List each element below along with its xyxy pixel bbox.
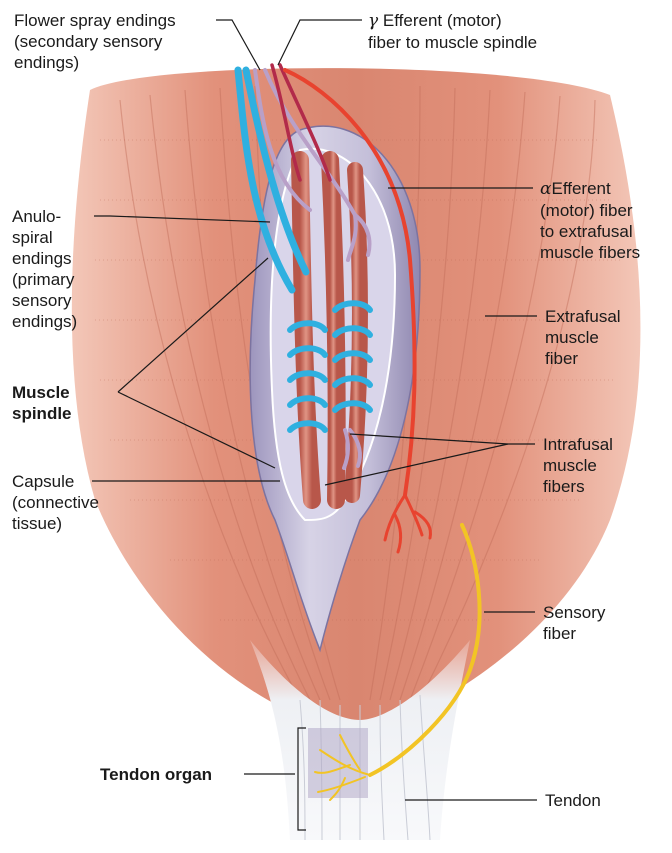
anulospiral-label: Anulo- spiral endings (primary sensory e… (12, 206, 77, 332)
flower-spray-label: Flower spray endings (secondary sensory … (14, 10, 176, 73)
sensory-fiber-label: Sensory fiber (543, 602, 605, 644)
intrafusal-label: Intrafusal muscle fibers (543, 434, 613, 497)
tendon-label: Tendon (545, 790, 601, 811)
alpha-efferent-label: αEfferent (motor) fiber to extrafusal mu… (540, 178, 640, 263)
muscle-spindle-label: Muscle spindle (12, 382, 72, 424)
extrafusal-label: Extrafusal muscle fiber (545, 306, 621, 369)
gamma-efferent-label: γ Efferent (motor) fiber to muscle spind… (368, 10, 537, 53)
tendon-organ-label: Tendon organ (100, 764, 212, 785)
alpha-symbol: α (540, 179, 551, 199)
capsule-label: Capsule (connective tissue) (12, 471, 99, 534)
gamma-symbol: γ (368, 11, 378, 31)
